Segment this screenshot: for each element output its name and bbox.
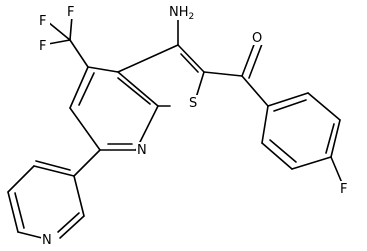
pyridine-core-ring: [69, 66, 159, 151]
pyridinyl-ring: [7, 149, 101, 239]
amine-label: NH2: [169, 5, 194, 22]
pyridine-nitrogen-label: N: [42, 233, 52, 248]
cf3-fluorine-3-label: F: [39, 39, 46, 54]
atom-labels: NH2 O S N N F F F F: [38, 4, 351, 248]
carbonyl-group: [203, 41, 269, 107]
fluorophenyl-ring: [261, 92, 343, 184]
ring-nitrogen-label: N: [137, 143, 147, 158]
sulfur-label: S: [189, 96, 197, 111]
trifluoromethyl-group: [47, 15, 89, 68]
fluorine-label: F: [340, 182, 347, 197]
oxygen-label: O: [252, 31, 262, 46]
cf3-fluorine-2-label: F: [67, 5, 74, 20]
cf3-fluorine-1-label: F: [39, 14, 46, 29]
thiophene-ring: [117, 44, 205, 107]
